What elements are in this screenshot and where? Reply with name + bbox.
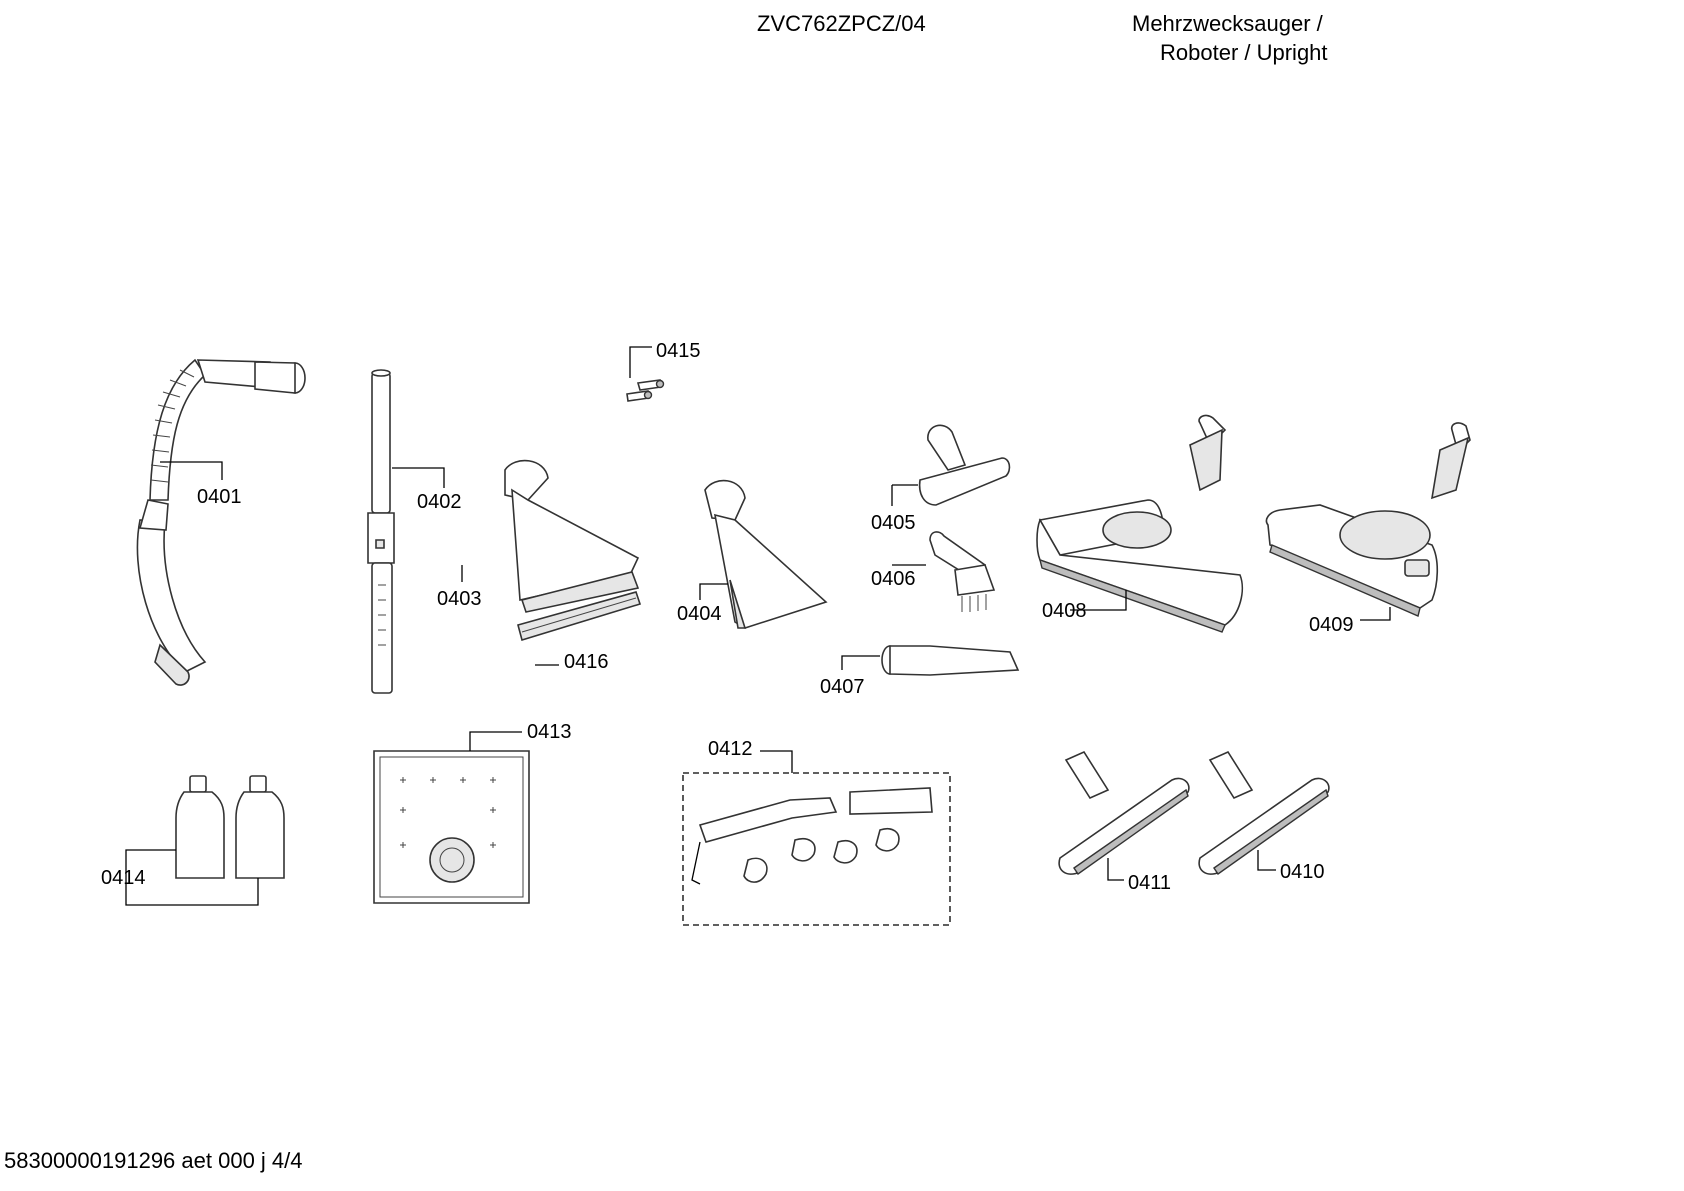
part-label-0406[interactable]: 0406 [871, 568, 916, 590]
leader-line-0408 [1070, 590, 1126, 610]
model-number: ZVC762ZPCZ/04 [757, 11, 926, 36]
wide-nozzle-icon[interactable] [705, 481, 826, 628]
part-label-0416[interactable]: 0416 [564, 651, 609, 673]
telescopic-tube-icon[interactable] [368, 370, 394, 693]
category-line-2: Roboter / Upright [1160, 40, 1328, 65]
part-label-0408[interactable]: 0408 [1042, 600, 1087, 622]
detergent-bottles-icon[interactable] [176, 776, 284, 878]
hose-set-icon[interactable] [692, 788, 932, 884]
leader-line-0413 [470, 732, 522, 751]
flexible-hose-icon[interactable] [137, 360, 305, 685]
category-line-1: Mehrzwecksauger / [1132, 11, 1323, 36]
leader-line-0412 [760, 751, 792, 773]
squeegee-strips-icon[interactable] [518, 592, 640, 640]
part-label-0402[interactable]: 0402 [417, 491, 462, 513]
part-label-0415[interactable]: 0415 [656, 340, 701, 362]
part-label-0409[interactable]: 0409 [1309, 614, 1354, 636]
upholstery-nozzle-icon[interactable] [505, 461, 638, 612]
leader-line-0414 [126, 850, 258, 905]
leader-line-0410 [1258, 850, 1276, 870]
turbo-floor-nozzle-icon[interactable] [1037, 415, 1242, 632]
part-label-0411[interactable]: 0411 [1128, 872, 1172, 894]
small-floor-nozzle-icon[interactable] [920, 425, 1010, 505]
part-label-0404[interactable]: 0404 [677, 603, 722, 625]
leader-line-0402 [392, 468, 444, 488]
part-label-0405[interactable]: 0405 [871, 512, 916, 534]
part-label-0410[interactable]: 0410 [1280, 861, 1325, 883]
part-label-0407[interactable]: 0407 [820, 676, 865, 698]
leader-line-0401 [160, 462, 222, 480]
brush-nozzle-icon[interactable] [930, 532, 994, 612]
part-label-0403[interactable]: 0403 [437, 588, 482, 610]
part-label-0401[interactable]: 0401 [197, 486, 242, 508]
pins-icon[interactable] [627, 380, 664, 401]
floor-nozzle-icon[interactable] [1267, 423, 1471, 616]
part-label-0413[interactable]: 0413 [527, 721, 572, 743]
leader-line-0407 [842, 656, 880, 670]
leader-line-0411 [1108, 858, 1124, 880]
leader-line-0409 [1360, 607, 1390, 620]
leader-line-0415 [630, 347, 652, 378]
part-label-0414[interactable]: 0414 [101, 867, 146, 889]
parquet-nozzle-icon-0410[interactable] [1199, 752, 1329, 874]
parquet-nozzle-icon-0411[interactable] [1059, 752, 1189, 874]
part-label-0412[interactable]: 0412 [708, 738, 753, 760]
crevice-nozzle-icon[interactable] [882, 646, 1018, 675]
document-id: 58300000191296 aet 000 j 4/4 [4, 1148, 303, 1173]
hose-set-box [683, 773, 950, 925]
filter-mat-icon[interactable] [374, 751, 529, 903]
leader-line-0404 [700, 584, 728, 600]
